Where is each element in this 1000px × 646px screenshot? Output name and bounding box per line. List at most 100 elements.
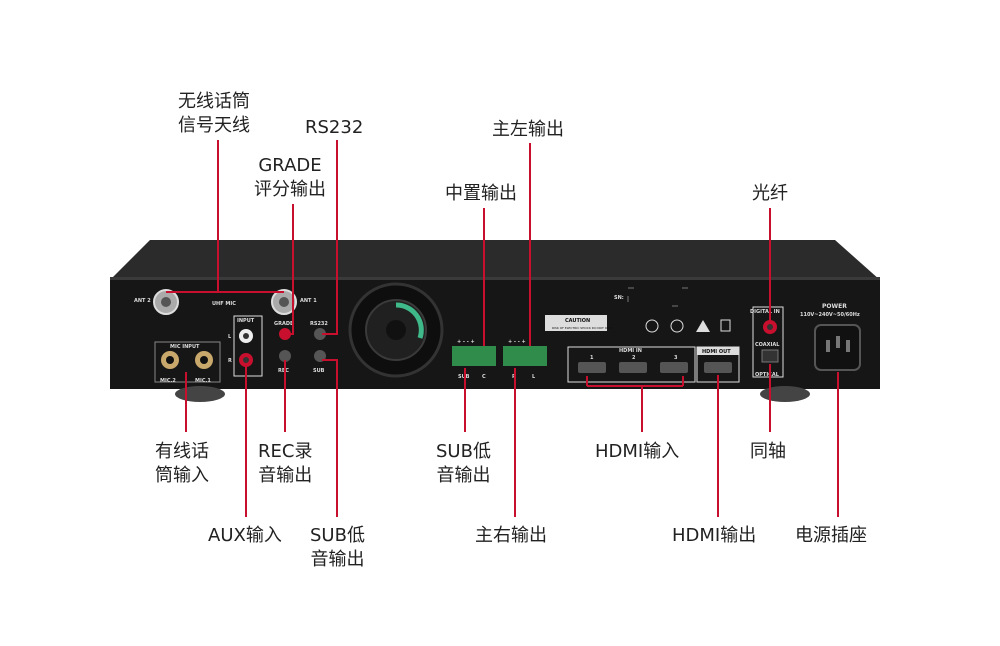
rec-jack — [279, 350, 291, 362]
chassis-top — [110, 240, 880, 280]
leader-hdmi-in — [586, 376, 684, 432]
sn-text: SN: — [614, 295, 624, 301]
warning-icon — [696, 320, 710, 332]
fan-hub — [386, 320, 406, 340]
label-sub-mid-line1: SUB低 — [436, 441, 491, 462]
caution-sub-text: RISK OF ELECTRIC SHOCK DO NOT OPEN — [552, 326, 613, 330]
label-wireless-antenna-line2: 信号天线 — [178, 115, 250, 136]
label-wired-mic: 有线话 筒输入 — [155, 440, 209, 488]
pin-1 — [826, 340, 830, 352]
label-hdmi-out: HDMI输出 — [672, 525, 757, 546]
aux-r-text: R — [228, 358, 232, 364]
label-wireless-antenna-line1: 无线话筒 — [178, 91, 250, 112]
symbol-1-icon — [645, 319, 659, 333]
label-grade: GRADE 评分输出 — [254, 154, 326, 202]
foot-right — [760, 386, 810, 402]
voltage-text: 110V~240V~50/60Hz — [800, 312, 860, 318]
hdmi-in-1-port — [578, 362, 606, 373]
optical-panel-text: OPTICAL — [755, 372, 780, 378]
hdmi-in-2-port — [619, 362, 647, 373]
grade-jack — [279, 328, 291, 340]
label-rec-line2: 音输出 — [258, 465, 313, 486]
aux-l-text: L — [228, 334, 232, 340]
terminal-pm-1: + - - + — [457, 339, 475, 345]
symbol-2-icon — [670, 319, 684, 333]
leader-lines — [166, 140, 839, 517]
label-wired-mic-line2: 筒输入 — [155, 465, 209, 486]
label-aux: AUX输入 — [208, 525, 282, 546]
terminal-l-text: L — [532, 374, 536, 380]
label-grade-line1: GRADE — [258, 155, 322, 176]
label-sub-left-line1: SUB低 — [310, 525, 365, 546]
label-rs232: RS232 — [305, 117, 364, 138]
input-text: INPUT — [237, 318, 255, 324]
pin-3 — [846, 340, 850, 352]
mic-input-box — [154, 341, 221, 383]
rs232-panel-text: RS232 — [310, 321, 328, 327]
mic1-text: MIC.1 — [195, 378, 211, 384]
mic-input-text: MIC INPUT — [170, 344, 200, 350]
label-center: 中置输出 — [445, 183, 517, 204]
coaxial-hole — [767, 324, 773, 330]
mic2-text: MIC.2 — [160, 378, 176, 384]
ant2-text: ANT 2 — [134, 298, 151, 304]
hdmi-out-port — [704, 362, 732, 373]
coaxial-text: COAXIAL — [755, 342, 780, 348]
label-coax: 同轴 — [750, 441, 786, 462]
optical-port — [761, 349, 779, 363]
rec-text: REC — [278, 368, 289, 374]
antenna-2-core — [161, 297, 171, 307]
label-sub-left: SUB低 音输出 — [310, 524, 365, 572]
mic2-hole — [166, 356, 174, 364]
terminal-sub-text: SUB — [458, 374, 470, 380]
aux-right-hole — [243, 357, 249, 363]
sub-panel-text: SUB — [313, 368, 325, 374]
hdmi-in-3-port — [660, 362, 688, 373]
foot-left — [175, 386, 225, 402]
label-power-socket: 电源插座 — [795, 525, 867, 546]
hdmi-out-header — [697, 347, 739, 355]
hdmi-3-text: 3 — [674, 355, 678, 361]
power-text: POWER — [822, 303, 847, 310]
grade-text: GRADE — [274, 321, 294, 327]
caution-text: CAUTION — [565, 318, 590, 324]
aux-input-box — [233, 315, 263, 377]
label-sub-mid: SUB低 音输出 — [436, 440, 491, 488]
label-hdmi-in: HDMI输入 — [595, 441, 680, 462]
leader-sub-left — [322, 359, 338, 517]
aux-left-hole — [243, 333, 249, 339]
hdmi-2-text: 2 — [632, 355, 636, 361]
chassis-back — [110, 277, 880, 389]
label-grade-line2: 评分输出 — [254, 179, 326, 200]
leader-rs232 — [322, 140, 338, 335]
hdmi-in-panel-text: HDMI IN — [619, 348, 642, 354]
label-sub-mid-line2: 音输出 — [436, 465, 491, 486]
terminal-sub-c — [452, 346, 496, 366]
terminal-pm-2: + - - + — [508, 339, 526, 345]
caution-label — [545, 315, 607, 331]
label-main-left: 主左输出 — [492, 119, 564, 140]
label-rec-line1: REC录 — [258, 441, 313, 462]
hdmi-out-panel-text: HDMI OUT — [702, 349, 731, 355]
sn-box — [627, 287, 699, 307]
rs232-jack — [314, 328, 326, 340]
chassis-edge — [110, 277, 880, 280]
label-optical: 光纤 — [752, 183, 788, 204]
label-sub-left-line2: 音输出 — [310, 549, 365, 570]
digital-in-text: DIGITAL IN — [750, 309, 780, 315]
terminal-r-l — [503, 346, 547, 366]
label-main-right: 主右输出 — [475, 525, 547, 546]
label-rec: REC录 音输出 — [258, 440, 312, 488]
label-wireless-antenna: 无线话筒 信号天线 — [178, 90, 250, 138]
terminal-c-text: C — [482, 374, 486, 380]
hdmi-1-text: 1 — [590, 355, 594, 361]
leader-grade — [287, 204, 294, 335]
weee-icon — [720, 319, 731, 332]
label-wired-mic-line1: 有线话 — [155, 441, 209, 462]
uhf-mic-text: UHF MIC — [212, 301, 236, 307]
pin-2 — [836, 336, 840, 348]
leader-antenna — [166, 140, 284, 293]
ant1-text: ANT 1 — [300, 298, 317, 304]
